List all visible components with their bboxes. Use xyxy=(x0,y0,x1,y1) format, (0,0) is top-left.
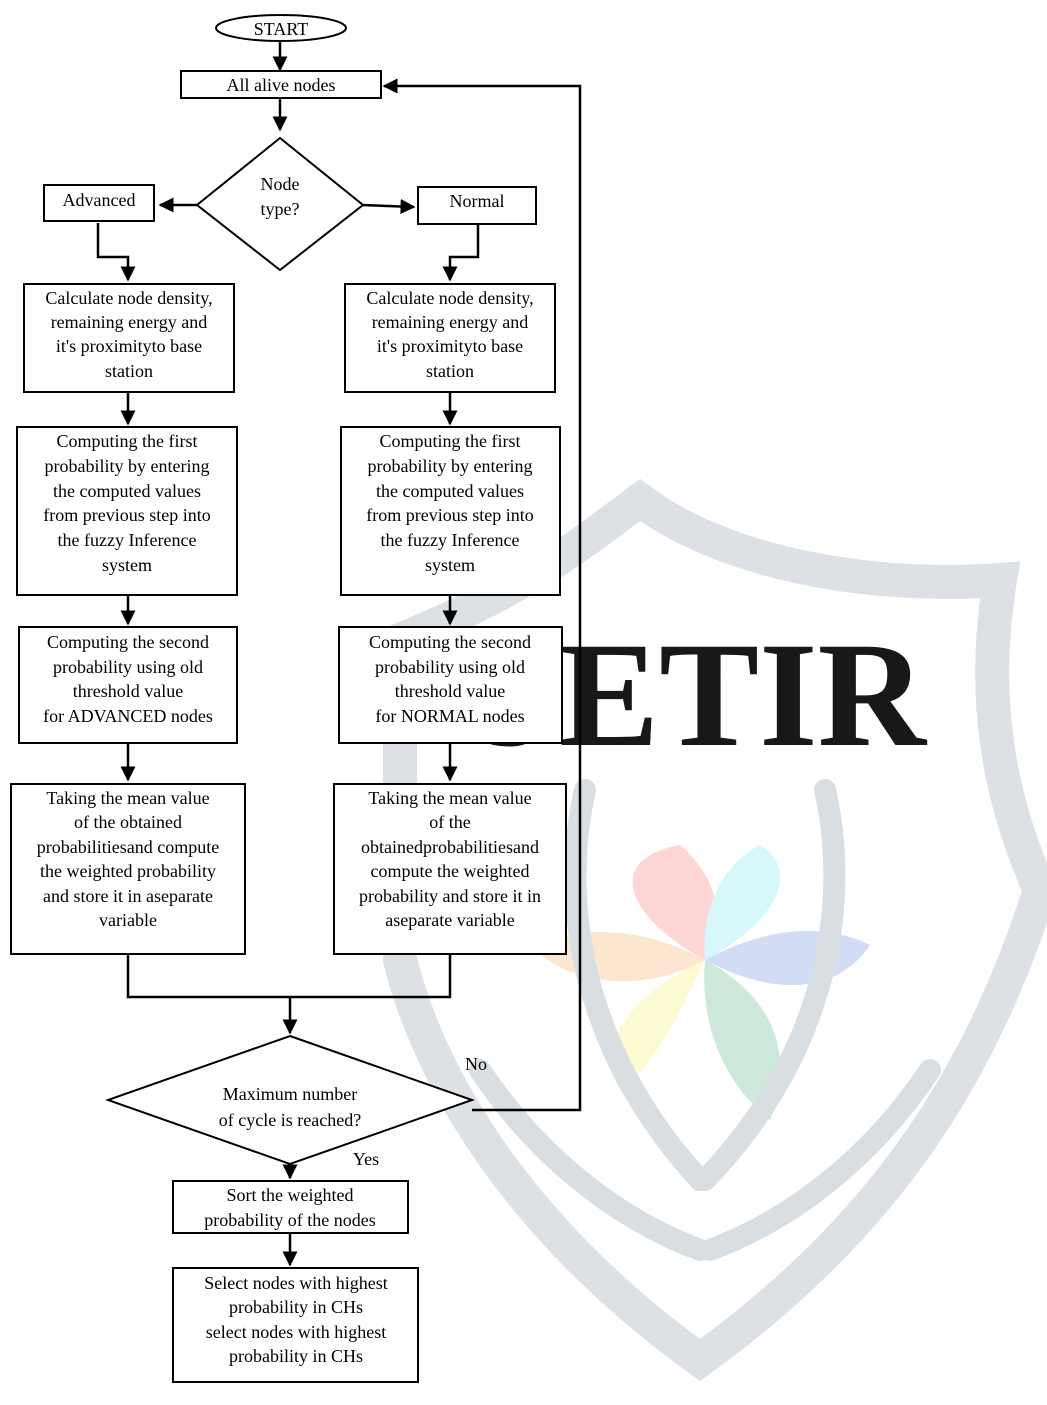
norm-mean-line: Taking the mean value xyxy=(368,788,531,808)
node-type-line-2: type? xyxy=(261,199,300,219)
norm-second-line: Computing the second xyxy=(369,632,531,652)
adv-first-prob-box: Computing the first probability by enter… xyxy=(16,426,238,596)
adv-mean-line: and store it in aseparate xyxy=(43,886,213,906)
connector-normal-calc xyxy=(442,225,480,282)
watermark-petal xyxy=(704,960,781,1120)
adv-mean-line: variable xyxy=(99,910,157,930)
adv-calc-box: Calculate node density, remaining energy… xyxy=(23,283,235,393)
adv-calc-line: Calculate node density, xyxy=(45,288,212,308)
connector-advanced-calc xyxy=(96,223,136,282)
yes-label: Yes xyxy=(353,1149,379,1169)
node-type-decision: Node type? xyxy=(195,136,365,272)
watermark-petal xyxy=(704,845,781,960)
norm-mean-line: probability and store it in xyxy=(359,886,541,906)
adv-calc-line: it's proximityto base xyxy=(56,336,202,356)
select-line: select nodes with highest xyxy=(206,1322,386,1342)
connector-no-loop xyxy=(382,78,582,1112)
normal-label: Normal xyxy=(450,191,505,211)
norm-first-line: from previous step into xyxy=(366,505,533,525)
norm-first-prob-box: Computing the first probability by enter… xyxy=(340,426,561,596)
norm-second-line: for NORMAL nodes xyxy=(375,706,524,726)
adv-second-line: for ADVANCED nodes xyxy=(43,706,213,726)
norm-calc-line: Calculate node density, xyxy=(366,288,533,308)
adv-first-line: system xyxy=(102,555,152,575)
adv-first-line: from previous step into xyxy=(43,505,210,525)
norm-mean-line: of the xyxy=(429,812,470,832)
sort-box: Sort the weighted probability of the nod… xyxy=(172,1180,409,1234)
max-cycle-decision: Maximum number of cycle is reached? xyxy=(104,1034,476,1166)
select-line: probability in CHs xyxy=(229,1297,363,1317)
adv-first-line: the computed values xyxy=(53,481,201,501)
norm-first-line: the computed values xyxy=(376,481,524,501)
no-label: No xyxy=(465,1054,487,1074)
norm-mean-line: compute the weighted xyxy=(371,861,530,881)
select-line: probability in CHs xyxy=(229,1346,363,1366)
norm-second-line: threshold value xyxy=(395,681,505,701)
norm-mean-line: obtainedprobabilitiesand xyxy=(361,837,539,857)
norm-first-line: the fuzzy Inference xyxy=(381,530,520,550)
sort-line: probability of the nodes xyxy=(204,1210,375,1230)
connector-decision-normal xyxy=(361,198,416,214)
normal-box: Normal xyxy=(417,186,537,225)
select-line: Select nodes with highest xyxy=(204,1273,387,1293)
select-box: Select nodes with highest probability in… xyxy=(172,1267,419,1383)
norm-first-line: Computing the first xyxy=(380,431,521,451)
adv-second-line: Computing the second xyxy=(47,632,209,652)
adv-first-line: Computing the first xyxy=(57,431,198,451)
alive-nodes-box: All alive nodes xyxy=(180,70,382,99)
sort-line: Sort the weighted xyxy=(227,1185,354,1205)
norm-first-line: probability by entering xyxy=(368,456,533,476)
start-terminal: START xyxy=(215,14,347,42)
adv-calc-line: remaining energy and xyxy=(51,312,208,332)
max-cycle-line-2: of cycle is reached? xyxy=(219,1110,361,1130)
node-type-line-1: Node xyxy=(261,174,300,194)
adv-second-line: threshold value xyxy=(73,681,183,701)
norm-second-line: probability using old xyxy=(375,657,525,677)
adv-mean-box: Taking the mean value of the obtained pr… xyxy=(10,783,246,955)
norm-calc-line: it's proximityto base xyxy=(377,336,523,356)
norm-mean-box: Taking the mean value of the obtainedpro… xyxy=(333,783,567,955)
norm-second-prob-box: Computing the second probability using o… xyxy=(338,626,563,744)
norm-calc-line: remaining energy and xyxy=(372,312,529,332)
adv-mean-line: the weighted probability xyxy=(40,861,216,881)
watermark-petal xyxy=(632,845,717,960)
watermark-laurel xyxy=(469,779,941,1261)
adv-mean-line: Taking the mean value xyxy=(46,788,209,808)
advanced-box: Advanced xyxy=(43,184,155,222)
norm-calc-line: station xyxy=(426,361,474,381)
adv-first-line: probability by entering xyxy=(45,456,210,476)
norm-mean-line: aseparate variable xyxy=(385,910,514,930)
adv-mean-line: probabilitiesand compute xyxy=(37,837,219,857)
norm-calc-box: Calculate node density, remaining energy… xyxy=(344,283,556,393)
adv-mean-line: of the obtained xyxy=(74,812,182,832)
norm-first-line: system xyxy=(425,555,475,575)
connectors xyxy=(96,41,582,1267)
adv-second-line: probability using old xyxy=(53,657,203,677)
alive-nodes-label: All alive nodes xyxy=(227,75,336,95)
adv-first-line: the fuzzy Inference xyxy=(58,530,197,550)
watermark-shield xyxy=(383,478,1047,1381)
adv-calc-line: station xyxy=(105,361,153,381)
watermark-logo: JETIR xyxy=(383,478,1047,1381)
adv-second-prob-box: Computing the second probability using o… xyxy=(18,626,238,744)
watermark-petal xyxy=(611,960,705,1090)
start-label: START xyxy=(254,19,308,39)
max-cycle-line-1: Maximum number xyxy=(223,1084,357,1104)
advanced-label: Advanced xyxy=(63,190,136,210)
